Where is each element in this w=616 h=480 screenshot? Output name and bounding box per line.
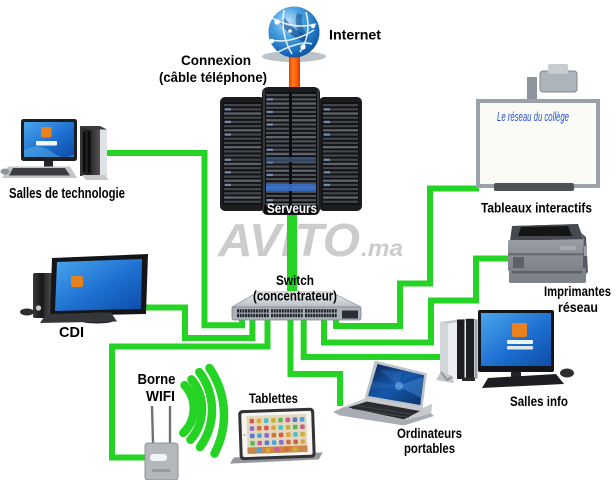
svg-text:Connexion: Connexion xyxy=(181,52,251,68)
svg-text:Le réseau du collège: Le réseau du collège xyxy=(497,109,569,124)
svg-text:réseau: réseau xyxy=(558,299,598,315)
svg-text:Borne: Borne xyxy=(138,371,176,388)
svg-text:Salles info: Salles info xyxy=(510,393,568,409)
svg-text:Salles de technologie: Salles de technologie xyxy=(9,185,125,202)
svg-text:Switch: Switch xyxy=(276,272,314,288)
svg-text:(concentrateur): (concentrateur) xyxy=(253,288,337,304)
svg-text:(câble téléphone): (câble téléphone) xyxy=(159,69,267,85)
svg-text:WIFI: WIFI xyxy=(146,388,175,405)
svg-text:CDI: CDI xyxy=(59,324,84,341)
svg-text:portables: portables xyxy=(404,440,455,456)
svg-text:.ma: .ma xyxy=(361,235,403,261)
svg-text:Serveurs: Serveurs xyxy=(267,200,317,216)
svg-text:Internet: Internet xyxy=(329,27,381,43)
svg-text:Ordinateurs: Ordinateurs xyxy=(397,425,462,441)
svg-text:Imprimantes: Imprimantes xyxy=(544,283,611,299)
svg-text:Tableaux interactifs: Tableaux interactifs xyxy=(481,200,592,216)
svg-text:Tablettes: Tablettes xyxy=(249,390,298,406)
